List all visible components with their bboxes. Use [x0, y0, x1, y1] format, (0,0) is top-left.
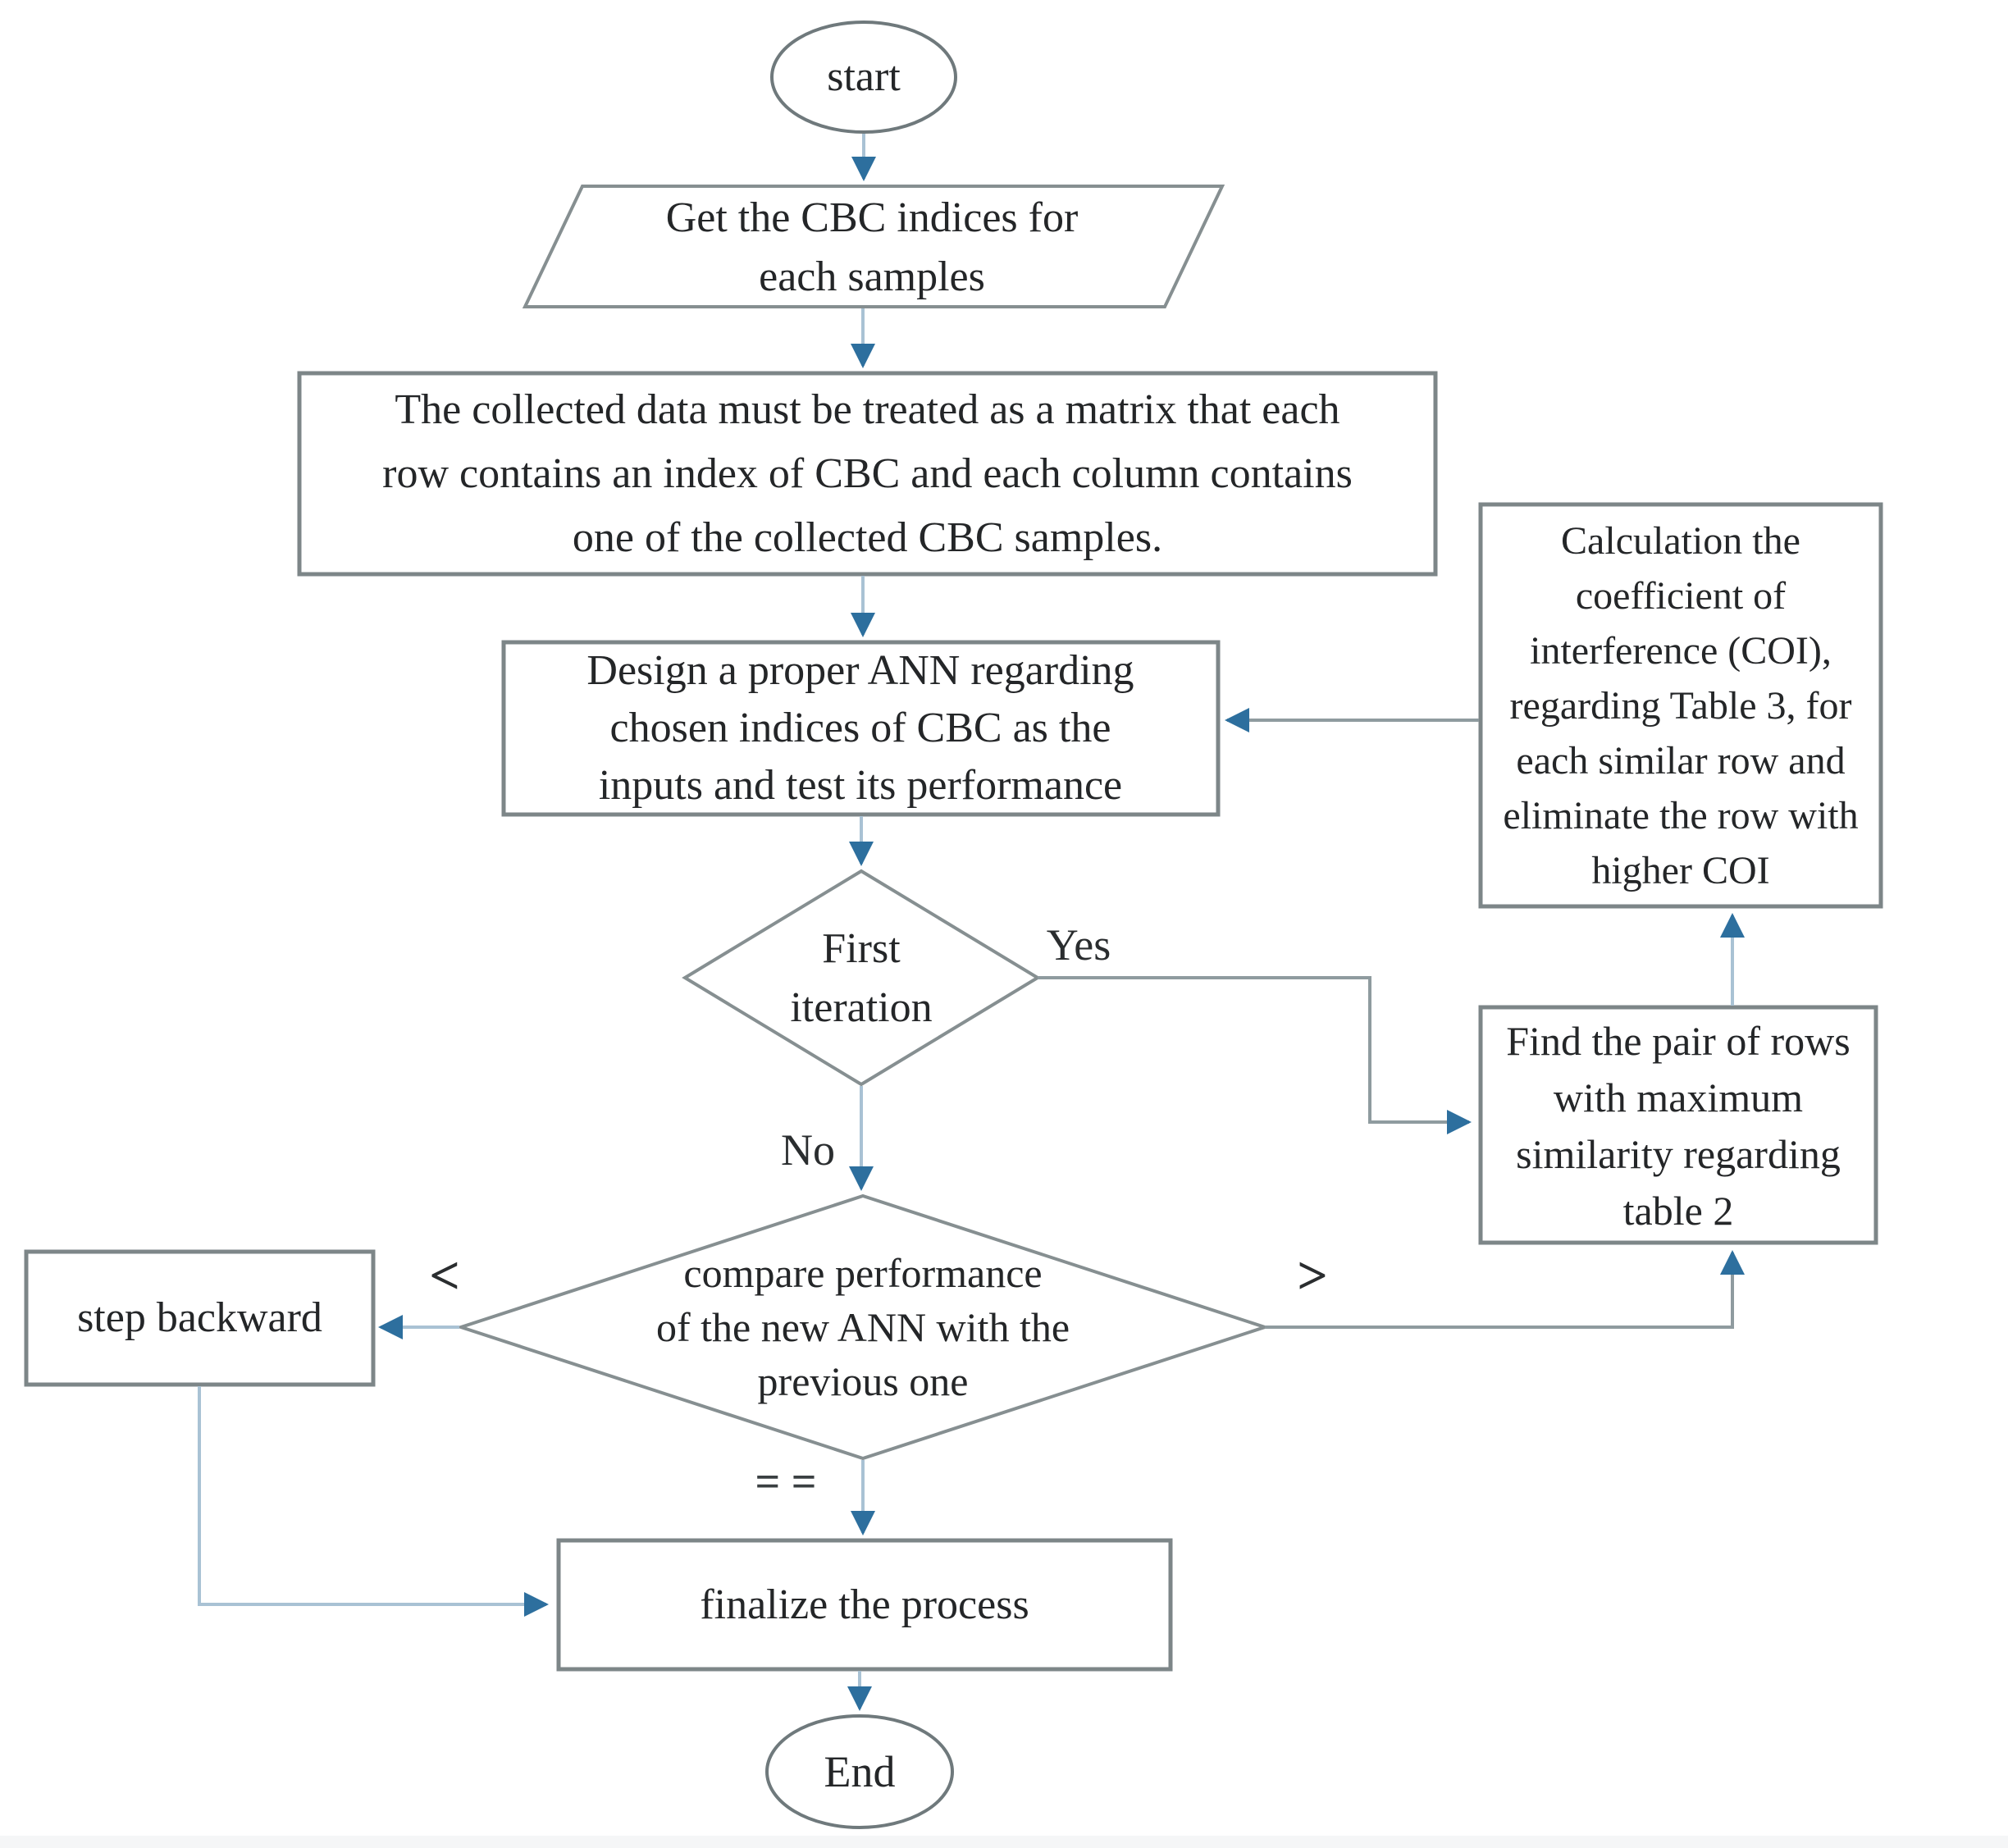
- edge-label-equal: = =: [755, 1457, 817, 1506]
- start-node-label: start: [827, 53, 901, 101]
- arrow-step-backward-to-finalize: [198, 1386, 549, 1617]
- finalize-node-label: finalize the process: [700, 1581, 1029, 1628]
- end-node-label: End: [824, 1746, 896, 1796]
- step-backward-process-shape: [24, 1249, 376, 1387]
- calc-coi-node-label: Calculation the coefficient of interfere…: [1503, 518, 1859, 892]
- step-backward-node-label: step backward: [77, 1294, 322, 1342]
- compare-node-label: compare performance of the new ANN with …: [655, 1250, 1070, 1404]
- input-parallelogram-shape: [522, 185, 1225, 308]
- edge-label-less-than: <: [429, 1246, 460, 1306]
- arrow-greater-compare-to-find-pair: [1265, 1250, 1745, 1329]
- arrow-yes-first-iteration-to-find-pair: [1038, 976, 1472, 1134]
- matrix-node-label: The collected data must be treated as a …: [382, 386, 1353, 561]
- first-iteration-decision-shape: [682, 869, 1041, 1087]
- matrix-process-shape: [297, 371, 1438, 577]
- design-ann-process-shape: [501, 640, 1221, 817]
- design-ann-node-label: Design a proper ANN regarding chosen ind…: [586, 647, 1134, 809]
- start-terminator-shape: [770, 21, 957, 134]
- edge-label-yes: Yes: [1046, 920, 1111, 970]
- edge-label-greater-than: >: [1297, 1246, 1328, 1306]
- find-pair-process-shape: [1478, 1005, 1878, 1245]
- input-node-label: Get the CBC indices for each samples: [665, 194, 1079, 300]
- find-pair-node-label: Find the pair of rows with maximum simil…: [1506, 1018, 1851, 1234]
- end-terminator-shape: [765, 1714, 954, 1829]
- first-iteration-node-label: First iteration: [790, 925, 933, 1031]
- bottom-scan-band: [0, 1836, 2008, 1848]
- calc-coi-process-shape: [1478, 502, 1883, 909]
- edge-label-no: No: [781, 1125, 835, 1175]
- finalize-process-shape: [556, 1538, 1173, 1672]
- compare-decision-shape: [455, 1193, 1271, 1461]
